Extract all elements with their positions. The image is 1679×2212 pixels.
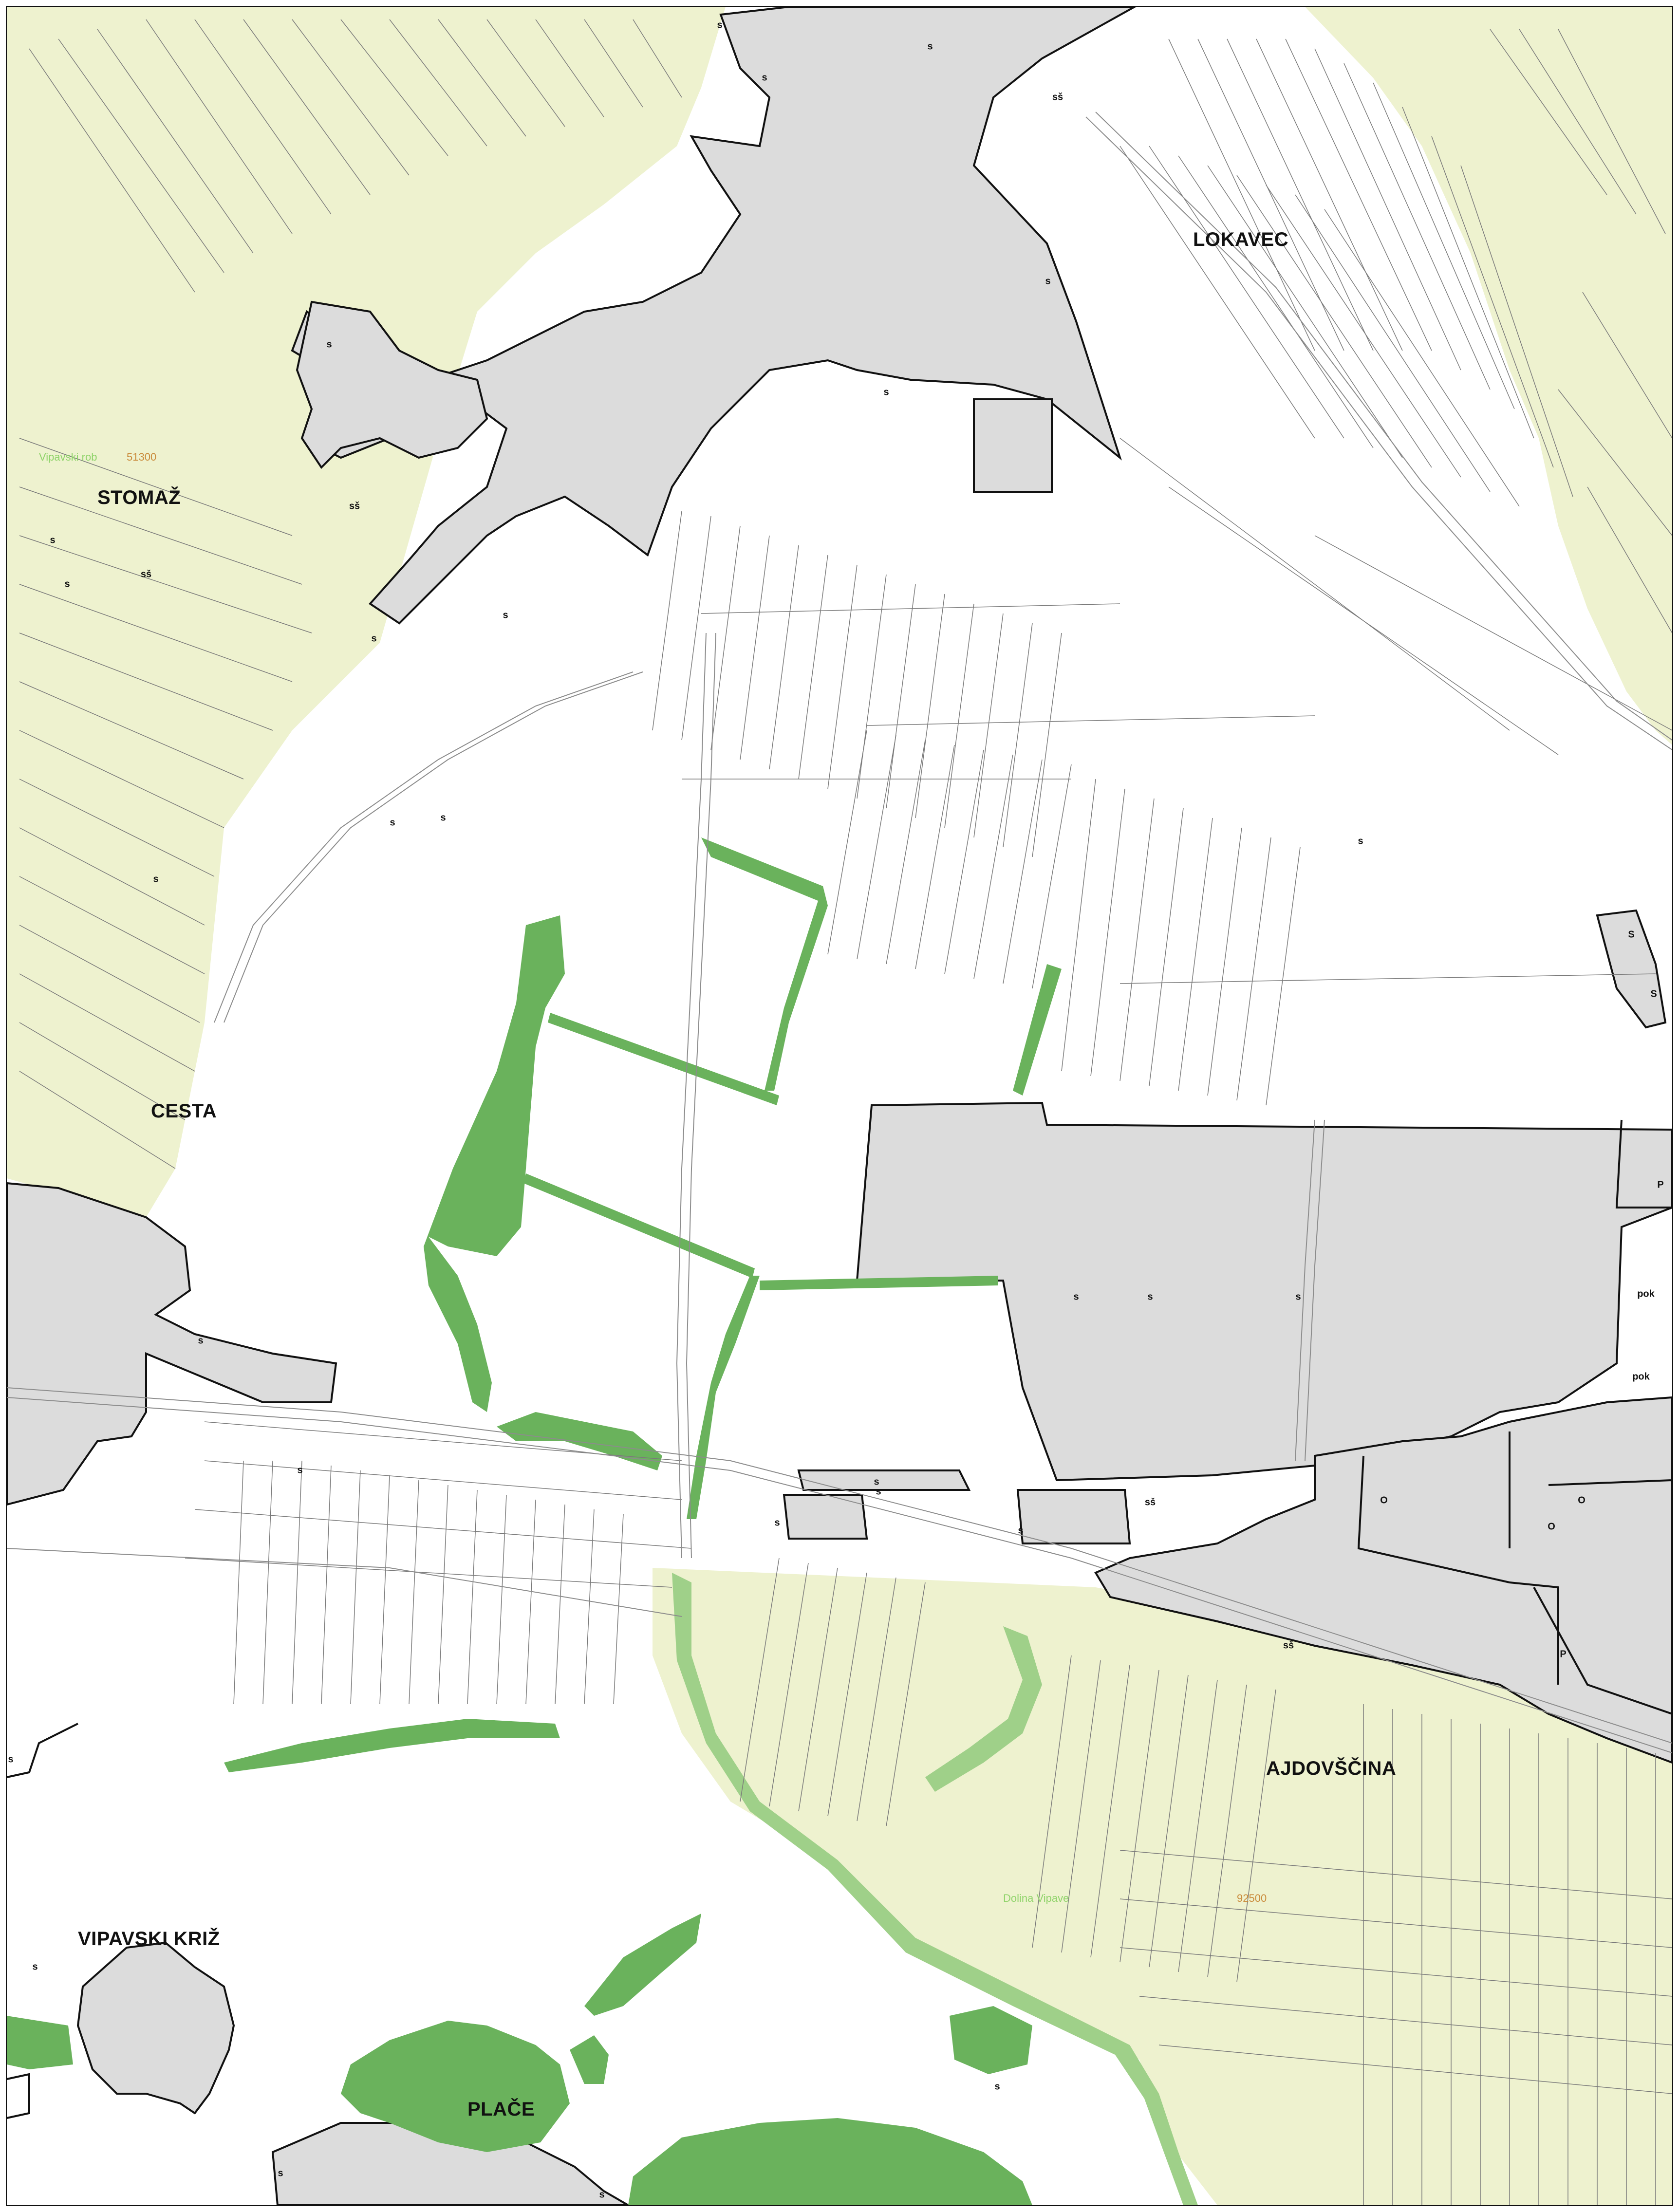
marker: sš	[1144, 1497, 1156, 1508]
marker: s	[1358, 836, 1363, 847]
marker: O	[1578, 1495, 1586, 1506]
marker: P	[1657, 1179, 1664, 1190]
forest-strip-central	[424, 915, 565, 1412]
marker: s	[994, 2081, 1000, 2092]
road-rail	[6, 1548, 682, 1617]
marker: P	[1560, 1649, 1567, 1660]
marker: s	[440, 812, 446, 823]
region-code-dolina-vipave: 92500	[1237, 1892, 1267, 1904]
marker: s	[876, 1486, 881, 1497]
region-code-vipavski-rob: 51300	[127, 451, 157, 463]
road-main-east-west	[6, 1387, 1673, 1744]
urban-parcel-block-2	[783, 1494, 868, 1540]
marker: S	[1650, 988, 1657, 1000]
marker: S	[1628, 929, 1635, 940]
marker: s	[503, 610, 508, 621]
parcel-lines	[19, 19, 1673, 2205]
urban-area-vipavski-kriz	[76, 1941, 235, 2115]
marker: s	[717, 19, 723, 31]
marker: sš	[1052, 92, 1063, 103]
forest-hedge-4	[687, 1276, 760, 1519]
road-west-curve-2	[224, 671, 643, 1023]
marker: s	[64, 578, 70, 590]
marker: s	[297, 1465, 303, 1476]
road-main-east-west-2	[6, 1397, 1673, 1753]
urban-area-lokavec	[291, 6, 1138, 625]
urban-area-industrial	[856, 1101, 1673, 1482]
settlement-label-stomaz: STOMAŽ	[97, 487, 181, 508]
road-east-south	[1295, 1119, 1315, 1461]
urban-parcel-block-3	[1016, 1489, 1131, 1544]
forest-patch-1	[950, 2006, 1032, 2074]
marker: s	[1018, 1525, 1024, 1536]
forest-hedge-2	[523, 1173, 755, 1278]
marker: sš	[1283, 1640, 1294, 1651]
marker: s	[883, 387, 889, 398]
road-west-curve	[214, 671, 634, 1023]
forest-place-north	[341, 2021, 570, 2152]
boundaries	[6, 1119, 1673, 2119]
roads	[6, 112, 1673, 1753]
region-label-dolina-vipave: Dolina Vipave	[1003, 1892, 1069, 1904]
marker: s	[1073, 1291, 1079, 1302]
marker: pok	[1637, 1288, 1655, 1300]
marker: s	[153, 874, 159, 885]
marker: s	[390, 817, 395, 828]
settlement-label-ajdovscina: AJDOVŠČINA	[1266, 1758, 1397, 1779]
forest-strip-south-2	[584, 1914, 701, 2016]
urban-area-cesta	[6, 1182, 337, 1506]
hills-area-west	[7, 7, 726, 1217]
marker: s	[32, 1961, 38, 1972]
urban-parcel-block-1	[973, 398, 1053, 493]
forest-hedge-1	[548, 1013, 779, 1105]
marker: pok	[1632, 1371, 1650, 1382]
forest-hedge-3	[701, 837, 828, 1091]
marker: s	[371, 633, 377, 644]
marker: s	[1147, 1291, 1153, 1302]
marker: s	[599, 2189, 605, 2200]
settlement-label-cesta: CESTA	[151, 1100, 217, 1122]
forest-hedge-5	[760, 1276, 998, 1290]
urban-area-stomaz	[296, 300, 488, 469]
marker: s	[774, 1517, 780, 1528]
forest-strip-south-1	[224, 1719, 560, 1772]
urban-parcel-block-5	[1596, 909, 1667, 1029]
road-north-south	[676, 632, 707, 1559]
hills-area-east	[1305, 7, 1672, 745]
forest-patch-2	[570, 2035, 609, 2084]
road-north-south-2	[686, 632, 716, 1559]
marker: s	[278, 2168, 283, 2179]
marker: s	[874, 1476, 879, 1487]
region-label-vipavski-rob: Vipavski rob	[39, 451, 97, 463]
forest-patch-3	[7, 2016, 73, 2069]
valley-plain	[653, 1568, 1672, 2205]
urban-parcel-block-4	[797, 1469, 971, 1491]
marker: s	[927, 41, 933, 52]
road-lokavec	[1085, 116, 1673, 750]
marker: s	[8, 1754, 14, 1765]
marker: O	[1548, 1521, 1555, 1532]
marker: s	[198, 1335, 204, 1346]
settlement-label-vipavski-kriz: VIPAVSKI KRIŽ	[78, 1928, 220, 1950]
marker: O	[1380, 1495, 1388, 1506]
marker: sš	[140, 569, 152, 580]
road-east-south-2	[1305, 1119, 1325, 1461]
road-lokavec-2	[1095, 112, 1673, 741]
forest-place-south	[628, 2118, 1032, 2205]
marker: s	[326, 339, 332, 350]
marker: s	[1045, 276, 1051, 287]
marker: sš	[349, 501, 360, 512]
forest-hedge-6	[1013, 964, 1062, 1096]
forest-valley-strip	[925, 1626, 1042, 1792]
marker: s	[762, 72, 767, 83]
urban-area-ajdovscina-town	[1094, 1396, 1673, 1764]
settlement-label-place: PLAČE	[467, 2099, 535, 2120]
settlement-label-lokavec: LOKAVEC	[1193, 229, 1289, 250]
marker: s	[1295, 1291, 1301, 1302]
forest-hedge-7	[497, 1412, 662, 1470]
marker: s	[50, 535, 56, 546]
